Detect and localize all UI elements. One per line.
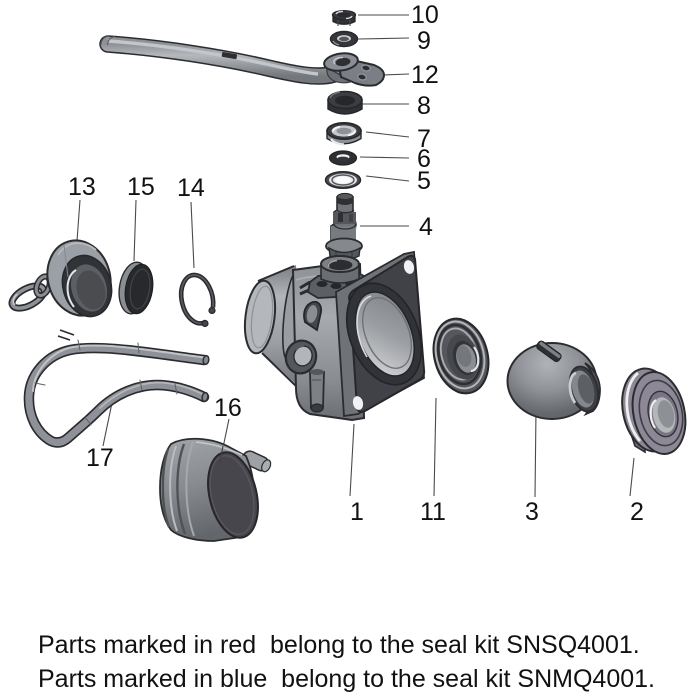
svg-text:Parts marked in blue belong t: Parts marked in blue belong to the seal … (38, 665, 655, 693)
svg-text:13: 13 (68, 173, 96, 201)
svg-text:3: 3 (525, 498, 539, 526)
svg-text:2: 2 (630, 498, 644, 526)
svg-text:8: 8 (417, 92, 431, 120)
svg-text:4: 4 (419, 213, 433, 241)
svg-text:1: 1 (350, 498, 364, 526)
svg-text:6: 6 (417, 145, 431, 173)
svg-text:16: 16 (214, 394, 242, 422)
svg-text:9: 9 (417, 27, 431, 55)
svg-text:12: 12 (411, 61, 439, 89)
svg-text:Parts marked in red belong to: Parts marked in red belong to the seal k… (38, 631, 640, 659)
svg-text:7: 7 (417, 125, 431, 153)
svg-text:11: 11 (420, 498, 446, 526)
svg-text:5: 5 (417, 167, 431, 195)
svg-text:15: 15 (127, 173, 155, 201)
svg-text:17: 17 (86, 444, 114, 472)
svg-text:10: 10 (411, 1, 439, 29)
svg-text:14: 14 (177, 174, 205, 202)
